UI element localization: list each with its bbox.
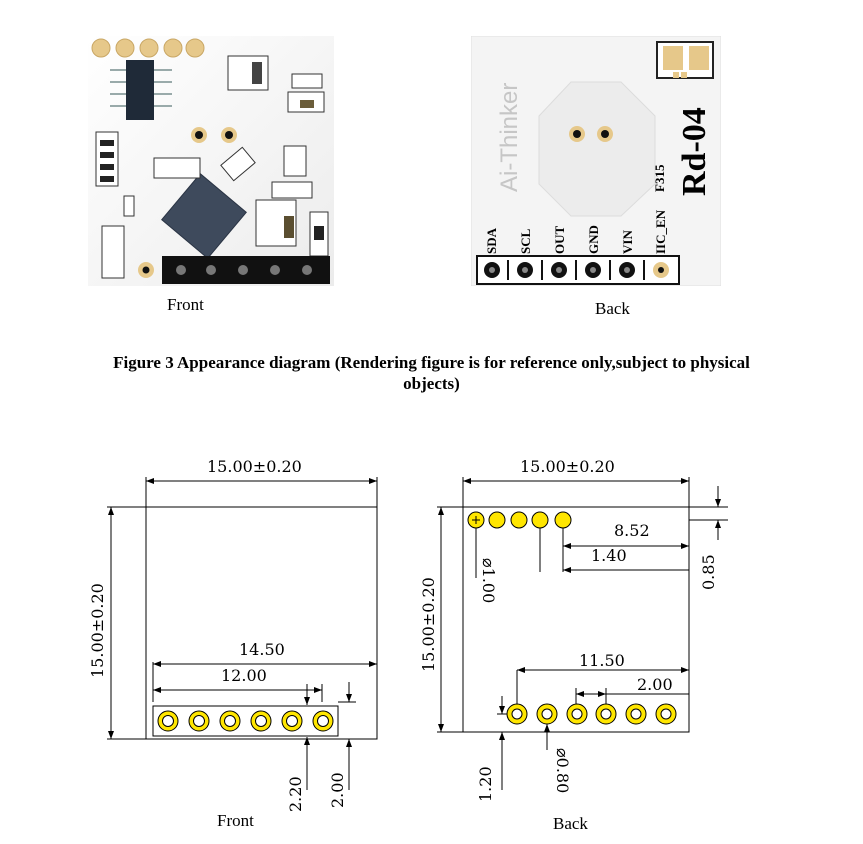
figure-caption-line-2: objects)	[403, 374, 460, 393]
back-dim-8-52: 8.52	[614, 521, 650, 540]
back-dim-2-00: 2.00	[637, 675, 673, 694]
back-photo-label: Back	[595, 299, 630, 318]
back-width-dim: 15.00±0.20	[520, 457, 615, 476]
back-dim-11-50: 11.50	[579, 651, 625, 670]
front-dim-14-50: 14.50	[239, 640, 285, 659]
front-dim-12-00: 12.00	[221, 666, 267, 685]
back-dim-1-40: 1.40	[591, 546, 627, 565]
back-drawing-label: Back	[553, 814, 588, 833]
front-drawing-label: Front	[217, 811, 254, 830]
front-width-dim: 15.00±0.20	[207, 457, 302, 476]
back-dim-0-85: 0.85	[699, 554, 718, 590]
figure-caption-line-1: Figure 3 Appearance diagram (Rendering f…	[113, 353, 750, 372]
back-dim-hole-bottom: ⌀0.80	[553, 748, 572, 794]
front-photo-label: Front	[167, 295, 204, 314]
back-dim-hole-top: ⌀1.00	[479, 558, 498, 604]
back-dim-1-20: 1.20	[476, 766, 495, 802]
back-board-photo	[470, 35, 722, 287]
front-board-photo	[88, 36, 334, 286]
back-height-dim: 15.00±0.20	[419, 577, 438, 672]
